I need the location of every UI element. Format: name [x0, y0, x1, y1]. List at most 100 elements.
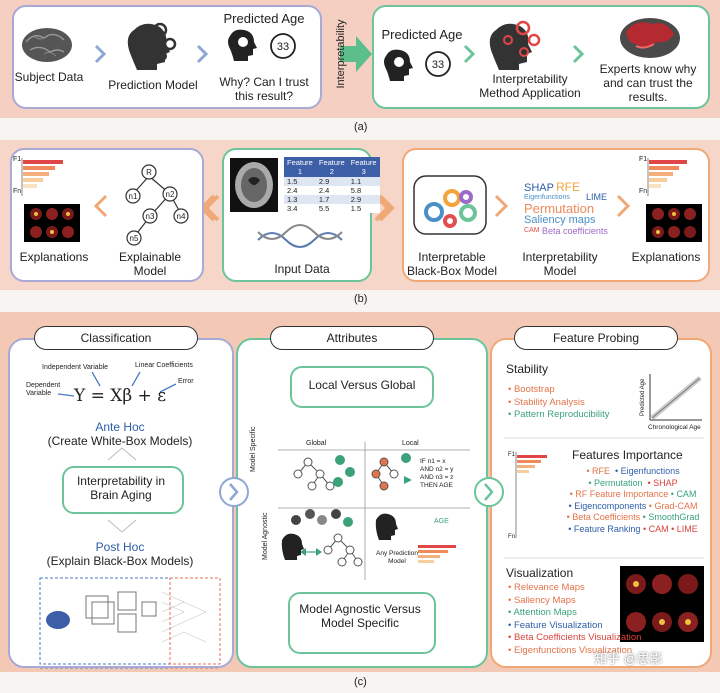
- fi-row: • Feature Ranking • CAM • LIME: [568, 523, 698, 534]
- equation: Y = Xβ + ε: [73, 386, 167, 406]
- head-colored-gears-icon: [489, 20, 541, 70]
- fi-row: • RFE • Eigenfunctions: [586, 466, 680, 476]
- table-cell: 2.9: [350, 195, 362, 204]
- tree-node-n4: n4: [176, 212, 186, 221]
- label-c: (c): [354, 676, 367, 688]
- subject-data-label: Subject Data: [14, 70, 84, 84]
- predicted-age-label-2: Predicted Age: [381, 27, 463, 42]
- label-a: (a): [354, 121, 368, 133]
- table-cell: 1.5: [287, 177, 298, 186]
- age-circle-1: [270, 33, 296, 59]
- fi-row: • Permutation • SHAP: [588, 477, 678, 488]
- tree-node-n3: n3: [145, 212, 155, 221]
- table-row: 3.4 5.5 1.5: [284, 204, 380, 213]
- arrow-icon: [572, 44, 585, 64]
- table-row: 2.4 2.4 5.8: [284, 186, 380, 195]
- age-value-1: 33: [276, 41, 290, 53]
- interpretability-vertical: Interpretability: [335, 19, 347, 89]
- fi-list: • RFE • Eigenfunctions • Permutation • S…: [560, 466, 706, 535]
- list-item: • Stability Analysis: [508, 396, 585, 408]
- table-cell: 5.5: [318, 204, 330, 213]
- table-row: 1.3 1.7 2.9: [284, 195, 380, 204]
- explanations-right-label: Explanations: [631, 250, 701, 264]
- rule-line: AND n3 = z: [420, 474, 454, 481]
- prediction-model-label: Prediction Model: [108, 78, 198, 92]
- table-cell: 2.9: [318, 177, 330, 186]
- arrow-icon: [378, 194, 395, 222]
- list-item: • Beta Coefficients Visualization: [508, 632, 642, 643]
- ante-hoc-sub: (Create White-Box Models): [47, 434, 193, 448]
- tree-node-n2: n2: [165, 190, 175, 199]
- dependent-variable-label: Dependent Variable: [26, 382, 61, 397]
- linear-coefficients-label: Linear Coefficients: [135, 362, 193, 369]
- model-agnostic-specific-box: [288, 592, 436, 654]
- table-cell: 5.8: [350, 186, 362, 195]
- viz-list: • Relevance Maps • Saliency Maps • Atten…: [508, 582, 641, 657]
- arrow-icon: [196, 44, 209, 64]
- word-cloud: SHAP RFE Eigenfunctions LIME Permutation…: [522, 180, 622, 236]
- table-header-row: Feature 1 Feature 2 Feature 3: [284, 157, 380, 177]
- fi-row: • RF Feature Importance • CAM: [569, 489, 697, 499]
- tree-node-r: R: [146, 168, 152, 177]
- post-hoc-title: Post Hoc: [95, 540, 145, 554]
- table-cell: 2.4: [318, 186, 330, 195]
- interpretability-model-label: Interpretability Model: [522, 250, 598, 278]
- table-header: Feature 2: [318, 158, 345, 176]
- attributes-header: Attributes: [270, 326, 434, 350]
- age-tag: AGE: [434, 518, 449, 525]
- head-gears-icon: [127, 22, 177, 70]
- fi-f1-label: F1: [508, 452, 516, 458]
- predicted-age-axis-label: Predicted Age: [640, 378, 646, 416]
- age-value-2: 33: [431, 59, 445, 71]
- wc-saliency: Saliency maps: [524, 214, 596, 226]
- explanations-left-label: Explanations: [19, 250, 89, 264]
- interpretable-black-box-label: Interpretable Black-Box Model: [406, 250, 498, 278]
- fi-fn-label: Fn: [508, 534, 516, 540]
- list-item: • Feature Visualization: [508, 619, 603, 631]
- local-label: Local: [402, 440, 419, 447]
- arrow-icon: [94, 44, 107, 64]
- table-cell: 1.5: [350, 204, 362, 213]
- table-cell: 2.4: [287, 186, 298, 195]
- stability-title: Stability: [506, 362, 549, 376]
- head-brain-icon-2: [384, 49, 413, 81]
- wc-rfe: RFE: [556, 180, 580, 194]
- wc-beta: Beta coefficients: [542, 226, 608, 236]
- question-text: Why? Can I trust this result?: [219, 75, 309, 103]
- table-header: Feature 3: [350, 158, 377, 176]
- wc-eigenfunctions: Eigenfunctions: [524, 194, 570, 201]
- list-item: • Saliency Maps: [508, 594, 576, 606]
- feature-table: Feature 1 Feature 2 Feature 3 1.5 2.9 1.…: [284, 157, 380, 213]
- table-cell: 1.1: [350, 177, 362, 186]
- big-arrow-icon: [340, 36, 372, 72]
- table-header: Feature 1: [287, 158, 313, 176]
- wc-cam: CAM: [524, 227, 540, 234]
- local-vs-global-box: [290, 366, 434, 408]
- rule-line: THEN AGE: [420, 482, 453, 489]
- any-prediction-model-label: Any Prediction Model: [376, 550, 418, 565]
- ante-hoc-title: Ante Hoc: [95, 420, 145, 434]
- predicted-age-label: Predicted Age: [223, 11, 305, 26]
- table-cell: 1.7: [318, 195, 330, 204]
- input-data-label: Input Data: [274, 262, 330, 276]
- brain-icon: [22, 28, 72, 62]
- panel-a-left: [12, 5, 322, 109]
- interpretability-brain-aging-box: [62, 466, 184, 514]
- interpretability-brain-aging-label: Interpretability in Brain Aging: [76, 474, 166, 502]
- f1-label-right: F1: [639, 156, 648, 163]
- arrow-icon: [463, 44, 476, 64]
- features-importance-title: Features Importance: [572, 448, 683, 462]
- table-cell: 3.4: [287, 204, 298, 213]
- experts-text: Experts know why and can trust the resul…: [599, 62, 697, 104]
- list-item: • Relevance Maps: [508, 582, 585, 593]
- table-cell: 1.3: [287, 195, 298, 204]
- wc-lime: LIME: [586, 192, 608, 202]
- fi-row: • Beta Coefficients • SmoothGrad: [566, 512, 700, 522]
- post-hoc-sub: (Explain Black-Box Models): [46, 554, 194, 568]
- fn-label-right: Fn: [639, 188, 648, 195]
- visualization-title: Visualization: [506, 566, 574, 580]
- model-agnostic-specific-label: Model Agnostic Versus Model Specific: [299, 602, 421, 630]
- feature-probing-header: Feature Probing: [514, 326, 678, 350]
- independent-variable-label: Independent Variable: [42, 364, 109, 371]
- rule-line: AND n2 = y: [420, 466, 454, 473]
